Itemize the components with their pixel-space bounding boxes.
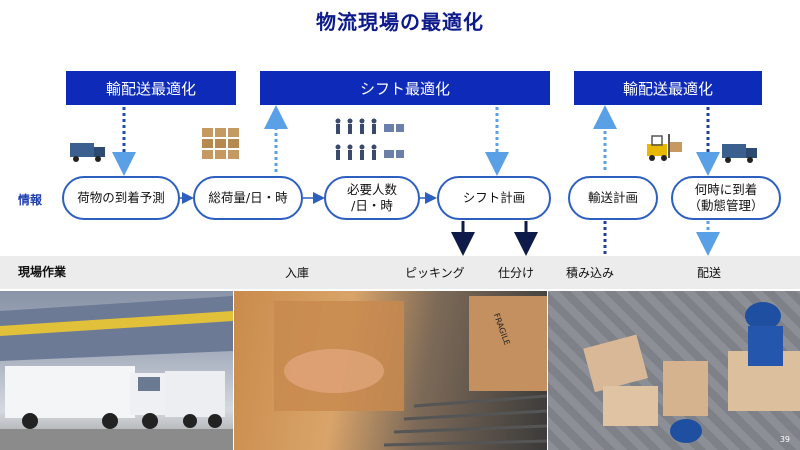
op-sorting: 仕分け <box>498 266 535 280</box>
node-arrival-time: 何時に到着 （動態管理） <box>671 176 781 220</box>
node-shift-plan: シフト計画 <box>437 176 551 220</box>
field-work-label: 現場作業 <box>18 265 67 279</box>
photo-conveyor-boxes: FRAGILE <box>234 291 547 450</box>
truck-icon-right <box>722 144 757 163</box>
op-receiving: 入庫 <box>285 266 310 280</box>
banner-shift-opt: シフト最適化 <box>260 71 550 105</box>
op-delivery: 配送 <box>697 266 722 280</box>
op-loading: 積み込み <box>566 266 615 280</box>
banner-delivery-opt-right: 輸配送最適化 <box>574 71 762 105</box>
banner-delivery-opt-left: 輸配送最適化 <box>66 71 236 105</box>
page-number: 39 <box>779 435 790 444</box>
node-transport-plan: 輸送計画 <box>568 176 658 220</box>
node-total-volume: 総荷量/日・時 <box>193 176 303 220</box>
forklift-icon <box>647 134 682 161</box>
workers-icon <box>335 118 404 160</box>
info-row-label: 情報 <box>18 193 43 207</box>
op-picking: ピッキング <box>405 266 465 280</box>
node-arrival-forecast: 荷物の到着予測 <box>62 176 180 220</box>
truck-icon <box>70 143 105 162</box>
photo-workers-carrying-boxes <box>548 291 800 450</box>
page-title: 物流現場の最適化 <box>316 10 484 34</box>
field-work-band <box>0 256 800 289</box>
node-required-staff: 必要人数 /日・時 <box>324 176 420 220</box>
photo-warehouse-trucks <box>0 291 233 450</box>
boxes-icon <box>202 128 239 159</box>
